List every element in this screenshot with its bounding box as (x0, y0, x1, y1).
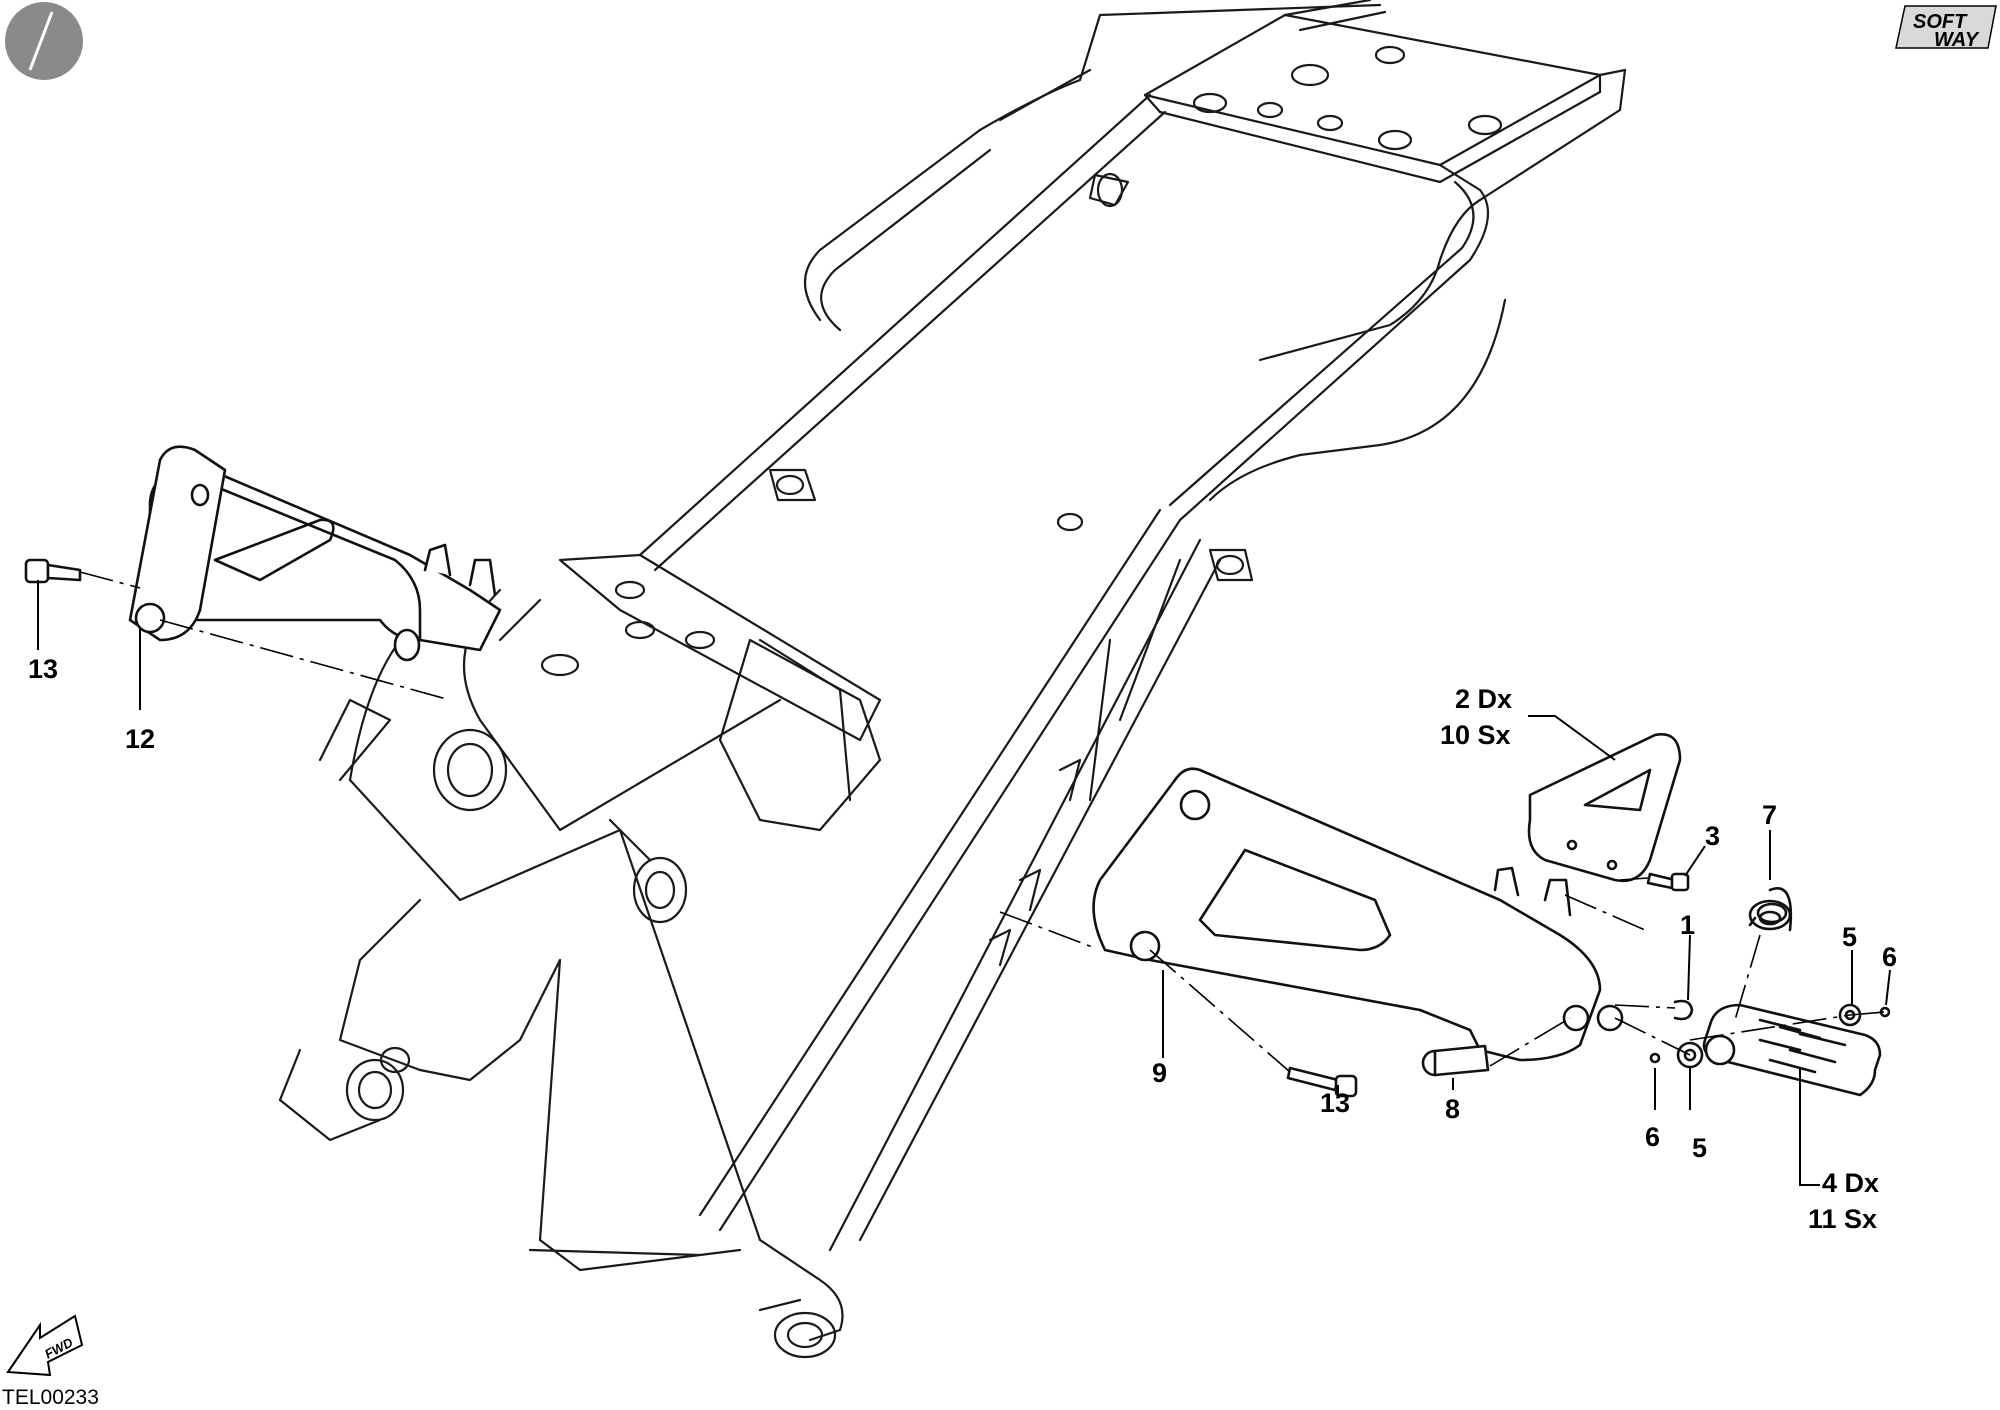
callout-13-right: 13 (1320, 1088, 1350, 1118)
forward-arrow-icon: FWD (6, 1314, 84, 1377)
leader-lines (37, 580, 1891, 1186)
callout-8: 8 (1445, 1094, 1460, 1124)
callout-6-lower: 6 (1645, 1122, 1660, 1152)
callout-3: 3 (1705, 821, 1720, 851)
callout-9: 9 (1152, 1058, 1167, 1088)
callout-2-dx: 2 Dx (1455, 684, 1512, 714)
drawing-code: TEL00233 (2, 1386, 99, 1409)
callout-6-upper: 6 (1882, 942, 1897, 972)
right-footpeg-bracket-9 (1092, 767, 1624, 1062)
brand-logo-line1: SOFT (1913, 11, 1968, 33)
hatched-badge-icon (5, 2, 83, 80)
motorcycle-frame (278, 0, 1627, 1359)
callout-7: 7 (1762, 800, 1777, 830)
bolt-13-right (1286, 1066, 1358, 1098)
footpeg (1702, 1003, 1882, 1097)
left-footpeg-bracket (128, 445, 502, 662)
callout-1: 1 (1680, 910, 1695, 940)
callout-4-dx: 4 Dx (1822, 1168, 1879, 1198)
assembly-lines (79, 571, 1886, 1073)
callout-11-sx: 11 Sx (1808, 1204, 1877, 1234)
callout-13-left: 13 (28, 654, 58, 684)
callout-10-sx: 10 Sx (1440, 720, 1511, 750)
brand-logo-line2: WAY (1934, 29, 1980, 51)
bolt-3 (1646, 872, 1690, 892)
bolt-13-left (24, 558, 82, 584)
brand-logo: SOFT WAY (1895, 5, 1997, 51)
callout-5-upper: 5 (1842, 922, 1857, 952)
callout-12: 12 (125, 724, 155, 754)
callout-labels: 13 12 2 Dx 10 Sx 3 7 1 5 6 9 13 8 6 5 4 … (28, 654, 1897, 1234)
spring-7 (1748, 887, 1793, 932)
callout-5-lower: 5 (1692, 1133, 1707, 1163)
pin-8 (1421, 1044, 1490, 1077)
heel-guard (1527, 733, 1682, 883)
clip-1 (1673, 999, 1694, 1021)
pin-6-lower (1649, 1052, 1661, 1064)
